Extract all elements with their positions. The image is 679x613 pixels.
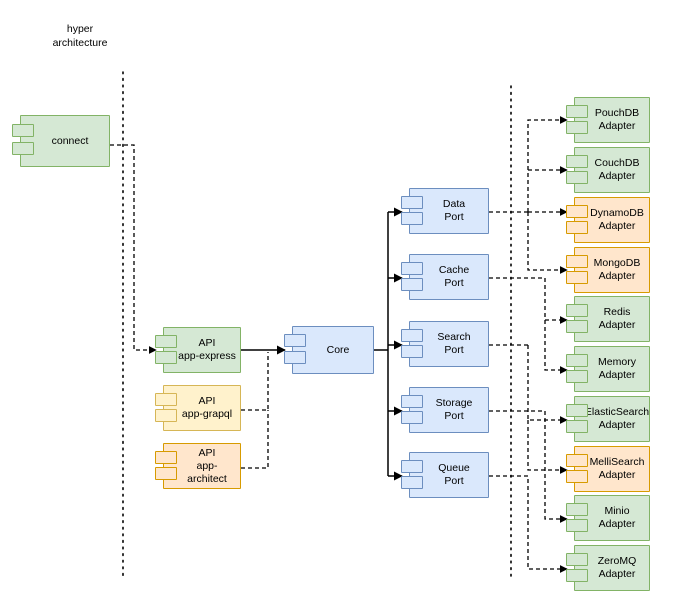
component-minio-adapter[interactable]: Minio Adapter xyxy=(566,495,650,541)
component-port-tab-top xyxy=(566,454,588,468)
component-queue-port[interactable]: Queue Port xyxy=(401,452,489,498)
component-port-tab-bottom xyxy=(401,344,423,358)
component-port-tab-top xyxy=(12,124,34,137)
component-label: PouchDB Adapter xyxy=(594,107,640,132)
component-storage-port[interactable]: Storage Port xyxy=(401,387,489,433)
component-port-tab-top xyxy=(566,404,588,418)
component-port-tab-bottom xyxy=(401,410,423,424)
component-port-tab-top xyxy=(401,329,423,343)
component-label: Data Port xyxy=(442,198,466,223)
component-label: MongoDB Adapter xyxy=(593,257,641,282)
component-port-tab-top xyxy=(401,262,423,276)
component-label: Memory Adapter xyxy=(598,356,636,381)
component-label: API app-grapql xyxy=(181,395,233,420)
component-api-app-grapql[interactable]: API app-grapql xyxy=(155,385,241,431)
component-port-tab-bottom xyxy=(401,277,423,291)
component-port-tab-bottom xyxy=(401,475,423,489)
component-port-tab-top xyxy=(566,105,588,119)
component-port-tab-top xyxy=(155,451,177,465)
component-port-tab-top xyxy=(566,503,588,517)
component-label: Core xyxy=(326,343,350,356)
edge-search-port-to-mellisearch xyxy=(527,420,568,474)
component-api-app-express[interactable]: API app-express xyxy=(155,327,241,373)
component-port-tab-top xyxy=(401,395,423,409)
component-mongodb-adapter[interactable]: MongoDB Adapter xyxy=(566,247,650,293)
component-label: Minio Adapter xyxy=(598,505,636,530)
component-port-tab-bottom xyxy=(566,518,588,532)
component-couchdb-adapter[interactable]: CouchDB Adapter xyxy=(566,147,650,193)
component-connect[interactable]: connect xyxy=(12,115,110,167)
component-port-tab-bottom xyxy=(566,170,588,184)
component-cache-port[interactable]: Cache Port xyxy=(401,254,489,300)
component-label: Search Port xyxy=(437,331,471,356)
component-mellisearch-adapter[interactable]: MelliSearch Adapter xyxy=(566,446,650,492)
edge-data-port-to-mongodb xyxy=(527,212,568,274)
component-port-tab-top xyxy=(155,335,177,349)
component-port-tab-top xyxy=(566,553,588,567)
component-label: Redis Adapter xyxy=(598,306,636,331)
component-elasticsearch-adapter[interactable]: ElasticSearch Adapter xyxy=(566,396,650,442)
component-search-port[interactable]: Search Port xyxy=(401,321,489,367)
component-port-tab-bottom xyxy=(566,469,588,483)
edge-connect-to-app-express xyxy=(110,144,157,354)
component-label: Cache Port xyxy=(438,264,470,289)
component-port-tab-bottom xyxy=(284,350,306,364)
component-port-tab-top xyxy=(284,334,306,348)
component-label: API app-express xyxy=(178,337,236,362)
component-label: connect xyxy=(51,134,89,147)
component-label: CouchDB Adapter xyxy=(594,157,640,182)
component-dynamodb-adapter[interactable]: DynamoDB Adapter xyxy=(566,197,650,243)
component-label: Storage Port xyxy=(435,397,473,422)
component-port-tab-bottom xyxy=(566,419,588,433)
component-port-tab-top xyxy=(566,354,588,368)
component-label: DynamoDB Adapter xyxy=(590,207,644,232)
component-port-tab-bottom xyxy=(155,466,177,480)
component-port-tab-top xyxy=(155,393,177,407)
component-redis-adapter[interactable]: Redis Adapter xyxy=(566,296,650,342)
component-label: MelliSearch Adapter xyxy=(589,456,645,481)
component-data-port[interactable]: Data Port xyxy=(401,188,489,234)
component-port-tab-top xyxy=(566,304,588,318)
component-port-tab-bottom xyxy=(566,568,588,582)
component-core[interactable]: Core xyxy=(284,326,374,374)
component-zeromq-adapter[interactable]: ZeroMQ Adapter xyxy=(566,545,650,591)
component-pouchdb-adapter[interactable]: PouchDB Adapter xyxy=(566,97,650,143)
edge-cache-port-to-memory xyxy=(544,320,568,374)
component-port-tab-top xyxy=(566,205,588,219)
component-label: Queue Port xyxy=(438,462,470,487)
component-port-tab-bottom xyxy=(12,142,34,155)
edge-app-grapql-to-core xyxy=(241,352,269,411)
component-port-tab-top xyxy=(401,196,423,210)
diagram-title: hyper architecture xyxy=(52,23,108,49)
component-port-tab-bottom xyxy=(401,211,423,225)
edge-cache-port-to-redis xyxy=(544,278,568,324)
component-label: ElasticSearch Adapter xyxy=(584,406,650,431)
component-port-tab-bottom xyxy=(155,408,177,422)
component-api-app-architect[interactable]: API app-architect xyxy=(155,443,241,489)
edge-storage-port-to-minio xyxy=(489,410,568,523)
edge-app-architect-to-core xyxy=(241,410,269,469)
edge-search-port-to-elasticsearch xyxy=(527,345,568,424)
component-port-tab-bottom xyxy=(566,270,588,284)
component-port-tab-bottom xyxy=(155,350,177,364)
component-port-tab-bottom xyxy=(566,319,588,333)
component-memory-adapter[interactable]: Memory Adapter xyxy=(566,346,650,392)
component-port-tab-bottom xyxy=(566,220,588,234)
component-port-tab-top xyxy=(566,255,588,269)
component-port-tab-bottom xyxy=(566,120,588,134)
component-port-tab-bottom xyxy=(566,369,588,383)
edge-data-port-to-pouchdb xyxy=(527,116,568,212)
component-label: ZeroMQ Adapter xyxy=(597,555,637,580)
component-label: API app-architect xyxy=(187,446,227,485)
edge-queue-port-to-zeromq xyxy=(489,475,568,573)
component-port-tab-top xyxy=(401,460,423,474)
component-port-tab-top xyxy=(566,155,588,169)
